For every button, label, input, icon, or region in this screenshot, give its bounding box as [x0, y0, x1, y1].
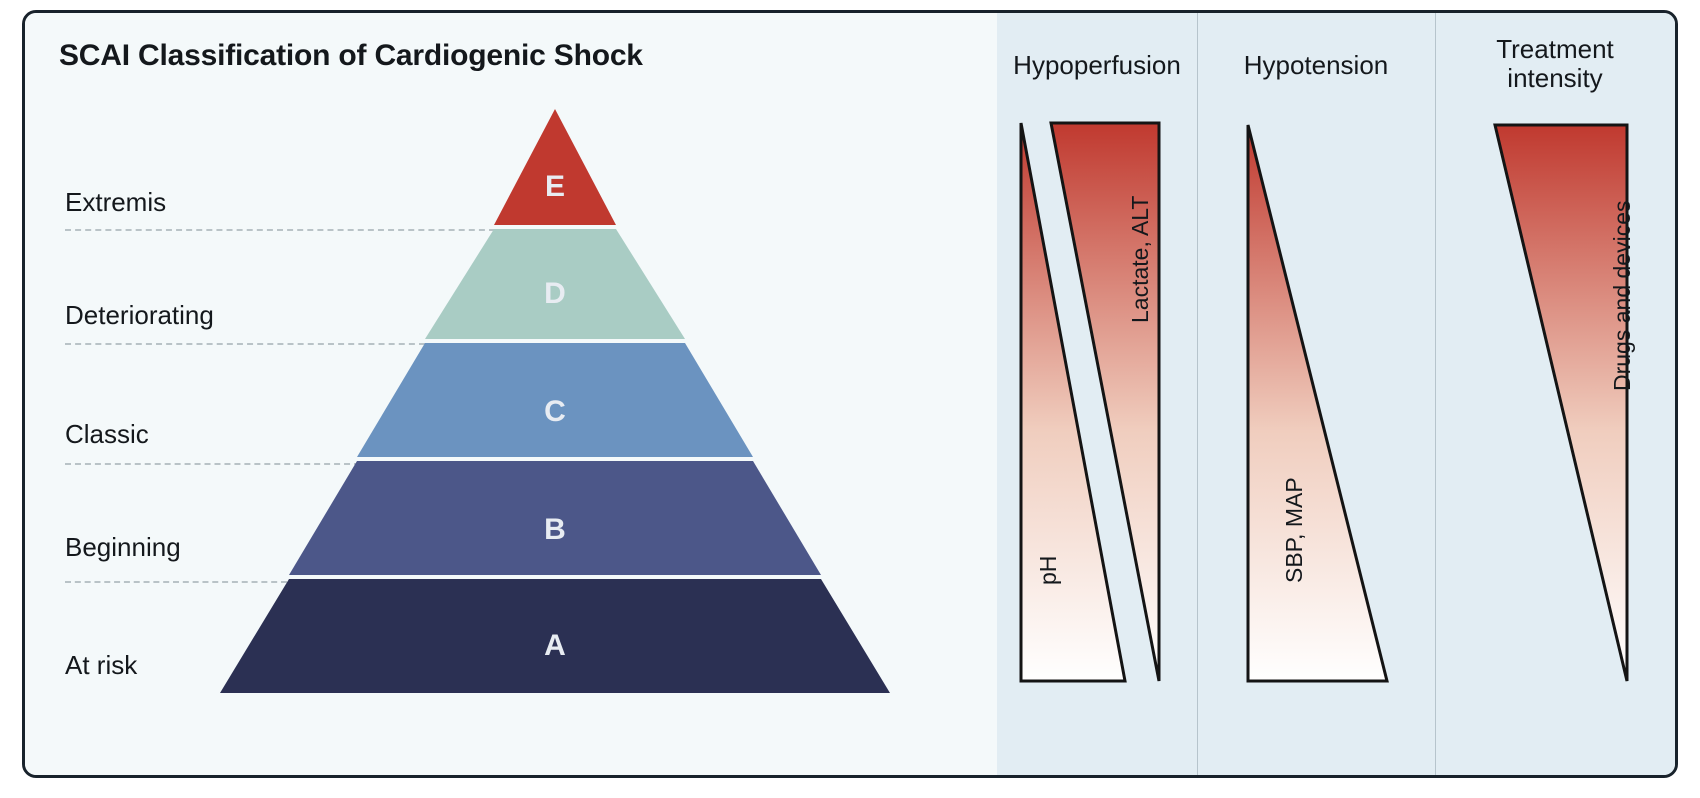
stage-label-classic: Classic	[65, 419, 149, 449]
measure-label-lactate-alt: Lactate, ALT	[1127, 195, 1153, 323]
column-header-treatment-intensity-line1: Treatment	[1496, 34, 1614, 64]
pyramid-letter-E: E	[545, 170, 565, 203]
measures-pane: Hypoperfusion Hypotension Treatment inte…	[997, 13, 1675, 775]
leader-line-extremis	[65, 229, 495, 231]
leader-line-deteriorating	[65, 343, 425, 345]
pyramid-band-E	[494, 109, 616, 225]
leader-line-classic	[65, 463, 360, 465]
pyramid-letter-D: D	[544, 277, 566, 310]
measure-triangle-drugs-and-devices	[1491, 121, 1631, 685]
pyramid-band-D	[425, 229, 685, 339]
measure-triangle-sbp-map	[1245, 121, 1391, 685]
drugs-devices-triangle-shape	[1493, 123, 1629, 682]
column-divider-1	[1197, 13, 1198, 775]
leader-line-beginning	[65, 581, 287, 583]
pyramid-pane: SCAI Classification of Cardiogenic Shock…	[25, 13, 997, 775]
stage-label-deteriorating: Deteriorating	[65, 300, 214, 330]
drugs-devices-triangle-svg	[1493, 123, 1629, 682]
diagram-frame: SCAI Classification of Cardiogenic Shock…	[22, 10, 1678, 778]
page-title: SCAI Classification of Cardiogenic Shock	[59, 39, 643, 72]
stage-label-extremis: Extremis	[65, 187, 167, 217]
column-header-treatment-intensity-line2: intensity	[1507, 63, 1603, 94]
column-divider-2	[1435, 13, 1436, 775]
pyramid-band-C	[357, 343, 753, 457]
ph-triangle-shape	[1019, 122, 1127, 683]
column-header-hypotension: Hypotension	[1243, 50, 1389, 80]
stage-label-beginning: Beginning	[65, 532, 181, 562]
ph-triangle-svg	[1019, 122, 1127, 683]
pyramid-band-B	[289, 461, 821, 575]
pyramid-letter-A: A	[544, 629, 566, 662]
measure-label-sbp-map: SBP, MAP	[1281, 477, 1307, 583]
pyramid-letter-C: C	[544, 395, 566, 428]
column-header-hypoperfusion: Hypoperfusion	[1013, 50, 1181, 80]
lactate-alt-triangle-svg	[1049, 121, 1161, 682]
shock-severity-pyramid: E D C B A	[195, 101, 955, 701]
pyramid-letter-B: B	[544, 513, 566, 546]
measure-label-drugs-and-devices: Drugs and devices	[1609, 200, 1635, 392]
pyramid-band-A	[220, 579, 890, 693]
column-header-treatment-intensity: Treatment intensity	[1435, 34, 1675, 94]
lactate-alt-triangle-shape	[1049, 121, 1161, 682]
stage-label-at-risk: At risk	[65, 650, 138, 680]
sbp-map-triangle-shape	[1246, 124, 1389, 683]
sbp-map-triangle-svg	[1246, 124, 1389, 683]
measure-triangle-ph	[1019, 119, 1129, 685]
measure-triangle-lactate-alt	[1041, 119, 1163, 685]
pyramid-svg: E D C B A	[220, 109, 890, 693]
